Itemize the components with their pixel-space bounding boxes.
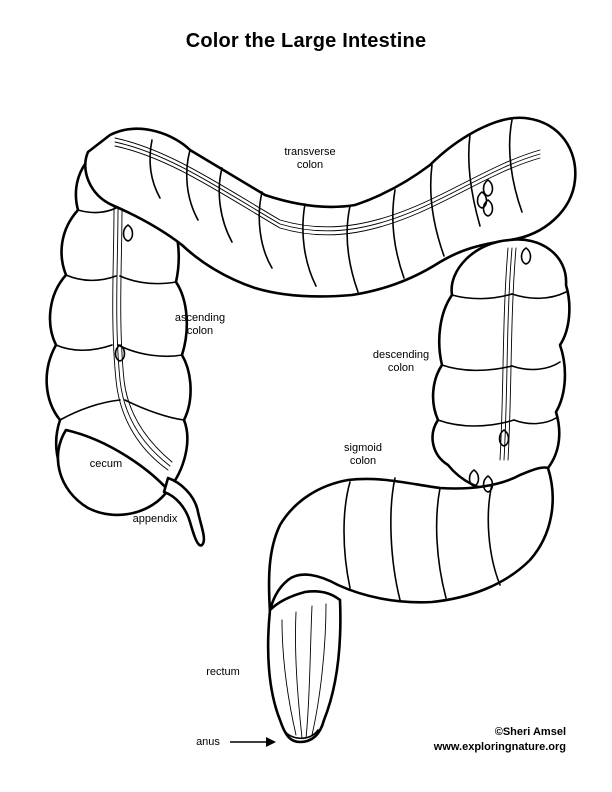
sigmoid-colon <box>267 466 554 614</box>
label-descending-colon: descending colon <box>372 349 430 374</box>
label-appendix: appendix <box>132 513 178 525</box>
label-transverse-colon: transverse colon <box>284 146 336 171</box>
anus-arrow <box>230 737 276 747</box>
transverse-colon <box>83 116 577 298</box>
credit-author: ©Sheri Amsel <box>494 726 566 738</box>
appendix <box>162 476 206 547</box>
cecum <box>56 428 170 517</box>
label-rectum: rectum <box>206 666 240 678</box>
rectum <box>266 589 342 744</box>
page-title: Color the Large Intestine <box>185 30 427 52</box>
label-ascending-colon: ascending colon <box>174 312 226 337</box>
credit-url[interactable]: www.exploringnature.org <box>433 741 566 753</box>
label-cecum: cecum <box>89 458 123 470</box>
label-sigmoid-colon: sigmoid colon <box>344 442 382 467</box>
label-anus: anus <box>196 736 220 748</box>
descending-colon <box>431 238 571 494</box>
